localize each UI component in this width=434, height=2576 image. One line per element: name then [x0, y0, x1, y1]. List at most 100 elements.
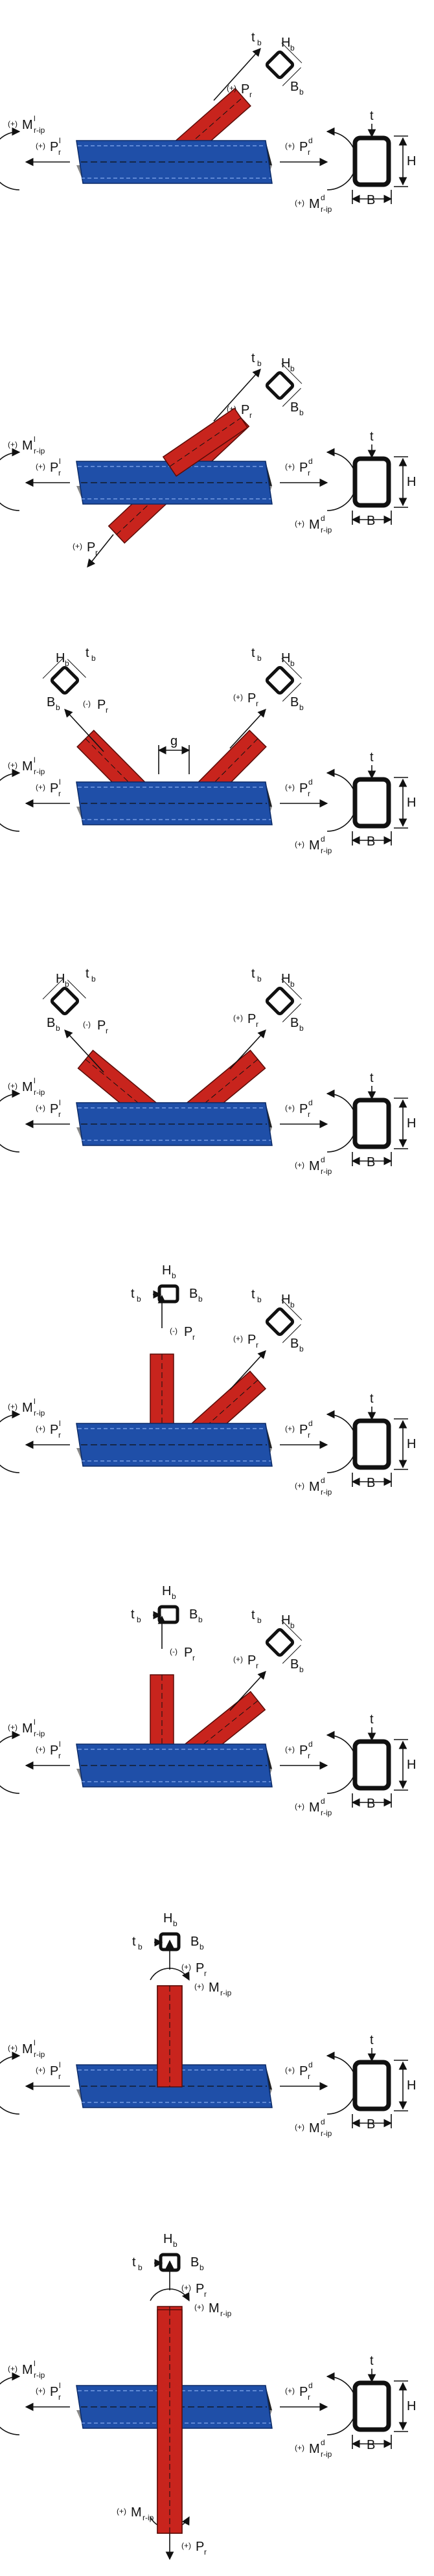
chord-member [76, 1743, 273, 1788]
chord-height-label: H [407, 1758, 416, 1772]
brace-section-H: H [281, 36, 290, 50]
P-brace-axial-label-top: P [196, 2282, 204, 2296]
sign-left-brace-axial-label: (-) [83, 1020, 91, 1029]
sup-right-axial-label: d [308, 457, 313, 466]
M-right-moment-label: M [309, 1159, 320, 1173]
right-brace-section-Hsub: b [290, 659, 295, 668]
sign-left-axial-label: (+) [36, 141, 45, 150]
sup-left-moment-label: l [34, 1076, 36, 1085]
right-moment-arrow [326, 1089, 357, 1153]
sub-right-brace-axial-label: r [256, 1020, 258, 1029]
right-brace-section-t: t [251, 646, 255, 660]
left-brace-section-Hb-dim [42, 978, 63, 1000]
sup-right-axial-label: d [308, 777, 313, 787]
sign-right-moment-label: (+) [295, 519, 304, 528]
chord-section: tHB [351, 2033, 416, 2132]
brace-1-centerline [168, 97, 244, 163]
brace-section-B: B [290, 400, 299, 415]
sup-right-moment-label: d [321, 2117, 325, 2126]
sub-left-axial-label: r [58, 789, 61, 798]
right-brace-section-B: B [290, 1016, 299, 1030]
sup-left-moment-label: l [34, 1397, 36, 1406]
brace-axial-arrow-top [213, 369, 261, 422]
diag-brace-section-Bb-dim [282, 1324, 301, 1343]
sub-brace-axial-label-bottom: r [95, 548, 98, 557]
P-left-axial-label: P [50, 1423, 58, 1437]
sub-right-axial-label: r [308, 1110, 310, 1119]
brace-section-Bsub: b [299, 408, 304, 417]
vertical-brace-section-H: H [162, 1584, 171, 1598]
vertical-brace-section-t: t [131, 1287, 135, 1301]
chord-section-tube [352, 135, 391, 187]
M-right-moment-label: M [309, 518, 320, 532]
left-brace-section-Hsub: b [65, 980, 69, 989]
vertical-brace-section-tsub: b [137, 1294, 141, 1304]
sup-right-axial-label: d [308, 1740, 313, 1749]
chord-height-label: H [407, 796, 416, 810]
gap-label: g [170, 734, 177, 748]
diag-brace-section-B: B [290, 1337, 299, 1351]
right-brace-axial-arrow [229, 1029, 266, 1070]
P-left-axial-label: P [50, 2385, 58, 2399]
M-brace-moment-label-bottom: M [131, 2505, 142, 2520]
diag-brace-section-tube [265, 1307, 295, 1337]
brace-moment-arrow-top [150, 1968, 190, 1981]
sub-left-moment-label: r-ip [34, 1729, 45, 1738]
brace-axial-arrow [213, 48, 261, 101]
P-right-axial-label: P [299, 461, 308, 475]
sign-left-axial-label: (+) [36, 1745, 45, 1754]
left-brace-section-Hb-dim [42, 658, 63, 679]
chord-section: tHB [351, 2354, 416, 2452]
sign-left-axial-label: (+) [36, 462, 45, 471]
M-right-moment-label: M [309, 197, 320, 211]
vertical-brace-section-t: t [131, 1607, 135, 1622]
right-brace-section-t: t [251, 967, 255, 981]
left-moment-arrow [0, 1410, 21, 1473]
sign-left-moment-label: (+) [8, 2043, 17, 2053]
sup-right-axial-label: d [308, 136, 313, 145]
brace-section-t: t [132, 2255, 136, 2270]
right-brace-section-tube [265, 986, 295, 1016]
right-brace-section-tsub: b [257, 654, 262, 663]
chord-height-label: H [407, 2078, 416, 2093]
brace-vertical-over [157, 2309, 183, 2534]
M-brace-moment-label-top: M [209, 1981, 220, 1995]
diag-brace-section-Hsub: b [290, 1300, 295, 1309]
diag-brace-section-H: H [281, 1293, 290, 1307]
sup-left-moment-label: l [34, 2359, 36, 2368]
left-brace-section-Bsub: b [56, 703, 60, 712]
left-brace-section-Hsub: b [65, 659, 69, 668]
M-left-moment-label: M [22, 2042, 33, 2056]
panel-3: (-)Pr(+)PrHbBbtbHbBbtbge(+)Plr(+)Mlr-ip(… [0, 646, 416, 855]
P-right-brace-axial-label: P [247, 1012, 256, 1026]
chord-section: tHB [351, 1071, 416, 1169]
P-brace-axial-label-bottom: P [196, 2540, 204, 2554]
